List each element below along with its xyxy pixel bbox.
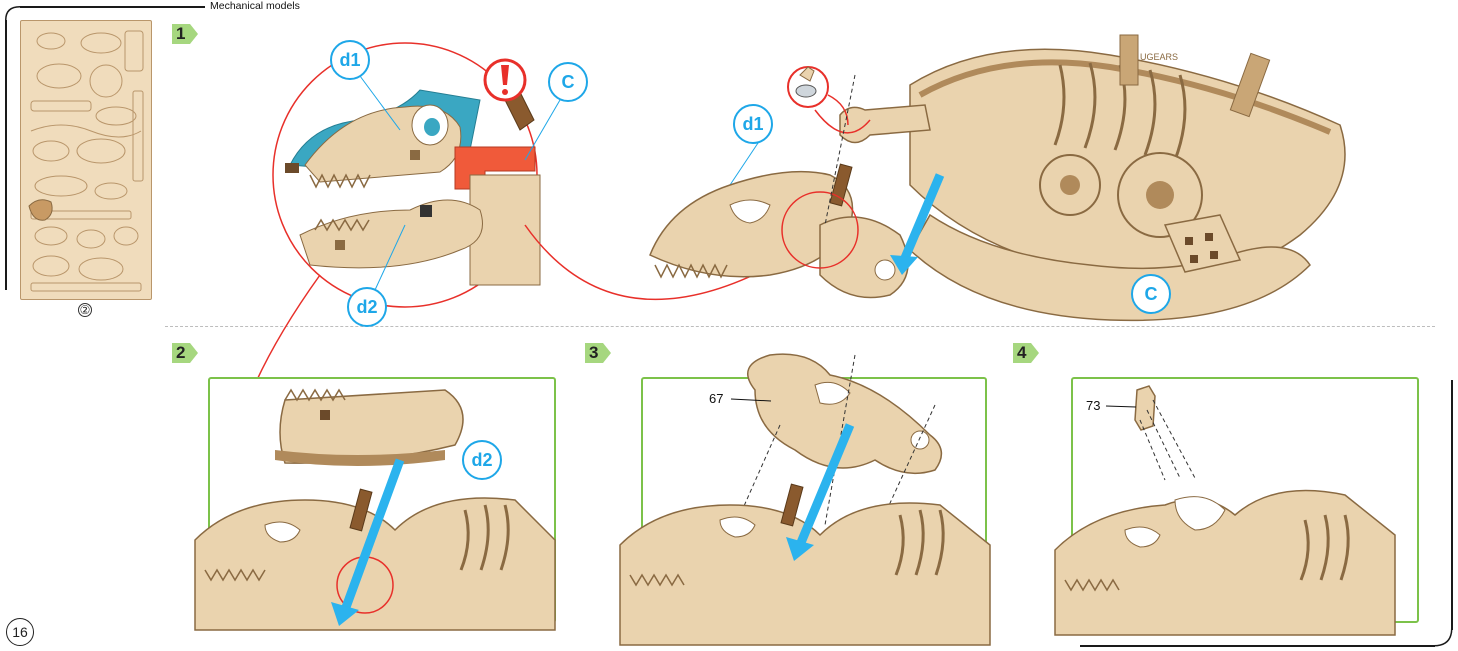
parts-sheet-thumbnail xyxy=(20,20,152,300)
part-label-67: 67 xyxy=(709,391,724,406)
callout-d1-main: d1 xyxy=(733,104,773,144)
step1-main-illustration: UGEARS xyxy=(649,34,1346,322)
step-3-label: 3 xyxy=(589,343,599,362)
frame-left-line xyxy=(5,20,7,290)
callout-d2-zoom: d2 xyxy=(347,287,387,327)
step-arrow-icon xyxy=(172,343,198,363)
step2-illustration xyxy=(194,388,556,631)
part-67-leader xyxy=(730,398,772,402)
frame-right-line xyxy=(1451,380,1453,630)
step-arrow-icon xyxy=(585,343,611,363)
page-header-title: Mechanical models xyxy=(210,0,300,12)
step-1-badge: 1 xyxy=(172,22,200,46)
step1-zoom-illustration xyxy=(272,42,541,308)
brand-mark: UGEARS xyxy=(1140,52,1178,62)
parts-sheet-number: ② xyxy=(78,303,92,317)
section-divider xyxy=(165,326,1435,327)
step3-illustration xyxy=(619,353,991,646)
part-label-73: 73 xyxy=(1086,398,1101,413)
parts-sheet-drawing xyxy=(28,30,144,292)
step-2-badge: 2 xyxy=(172,341,200,365)
callout-c-main: C xyxy=(1131,274,1171,314)
part-73-leader xyxy=(1105,405,1137,408)
step-arrow-icon xyxy=(172,24,198,44)
callout-d2-step2: d2 xyxy=(462,440,502,480)
callout-c-zoom: C xyxy=(548,62,588,102)
step-2-label: 2 xyxy=(176,343,186,362)
step-4-label: 4 xyxy=(1017,343,1027,362)
step-arrow-icon xyxy=(1013,343,1039,363)
step-4-badge: 4 xyxy=(1013,341,1041,365)
frame-top-left-corner xyxy=(5,6,21,21)
page-number: 16 xyxy=(6,618,34,646)
step-3-badge: 3 xyxy=(585,341,613,365)
step-1-label: 1 xyxy=(176,24,186,43)
frame-bottom-right-corner xyxy=(1433,627,1453,647)
step4-illustration xyxy=(1054,385,1396,636)
frame-bottom-line xyxy=(1080,645,1435,647)
callout-d1-zoom: d1 xyxy=(330,40,370,80)
frame-top-line xyxy=(20,6,205,8)
